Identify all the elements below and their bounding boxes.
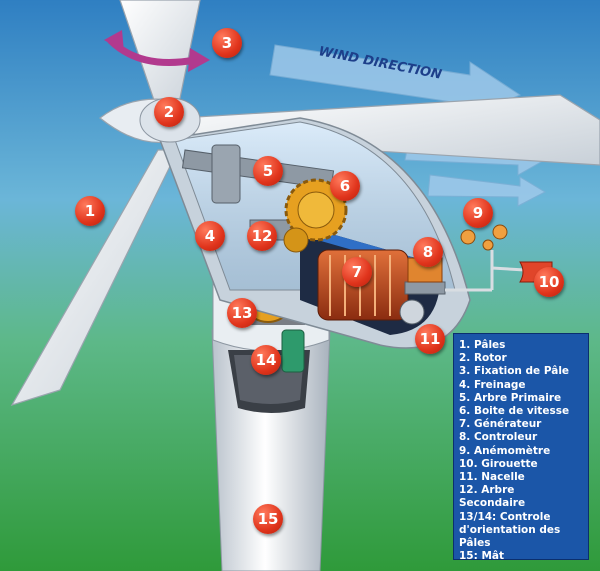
legend-item-15: 15: Mât: [459, 550, 505, 563]
legend-item-7: 7. Générateur: [459, 418, 542, 431]
marker-7: 7: [342, 257, 372, 287]
legend-item-8: 8. Controleur: [459, 431, 538, 444]
marker-15: 15: [253, 504, 283, 534]
legend-item-11: 11. Nacelle: [459, 471, 525, 484]
marker-6: 6: [330, 171, 360, 201]
marker-14: 14: [251, 345, 281, 375]
marker-9: 9: [463, 198, 493, 228]
marker-3: 3: [212, 28, 242, 58]
gearbox: [283, 178, 348, 253]
marker-12: 12: [247, 221, 277, 251]
marker-4: 4: [195, 221, 225, 251]
legend-item-5: 5. Arbre Primaire: [459, 391, 562, 404]
legend-item-3: 3. Fixation de Pâle: [459, 365, 570, 378]
legend-item-12: 12. Arbre Secondaire: [459, 484, 526, 510]
legend-item-2: 2. Rotor: [459, 352, 507, 365]
legend-item-1: 1. Pâles: [459, 339, 506, 351]
marker-5: 5: [253, 156, 283, 186]
legend-item-6: 6. Boite de vitesse: [459, 405, 570, 418]
marker-1: 1: [75, 196, 105, 226]
marker-13: 13: [227, 298, 257, 328]
legend-item-4: 4. Freinage: [459, 378, 526, 391]
marker-8: 8: [413, 237, 443, 267]
marker-11: 11: [415, 324, 445, 354]
marker-10: 10: [534, 267, 564, 297]
legend-panel: 1. Pâles 2. Rotor 3. Fixation de Pâle 4.…: [453, 333, 589, 563]
marker-2: 2: [154, 97, 184, 127]
legend-item-10: 10. Girouette: [459, 457, 538, 470]
legend-item-9: 9. Anémomètre: [459, 444, 551, 457]
legend-item-13-14: 13/14: Controle d'orientation des Pâles: [459, 510, 561, 550]
